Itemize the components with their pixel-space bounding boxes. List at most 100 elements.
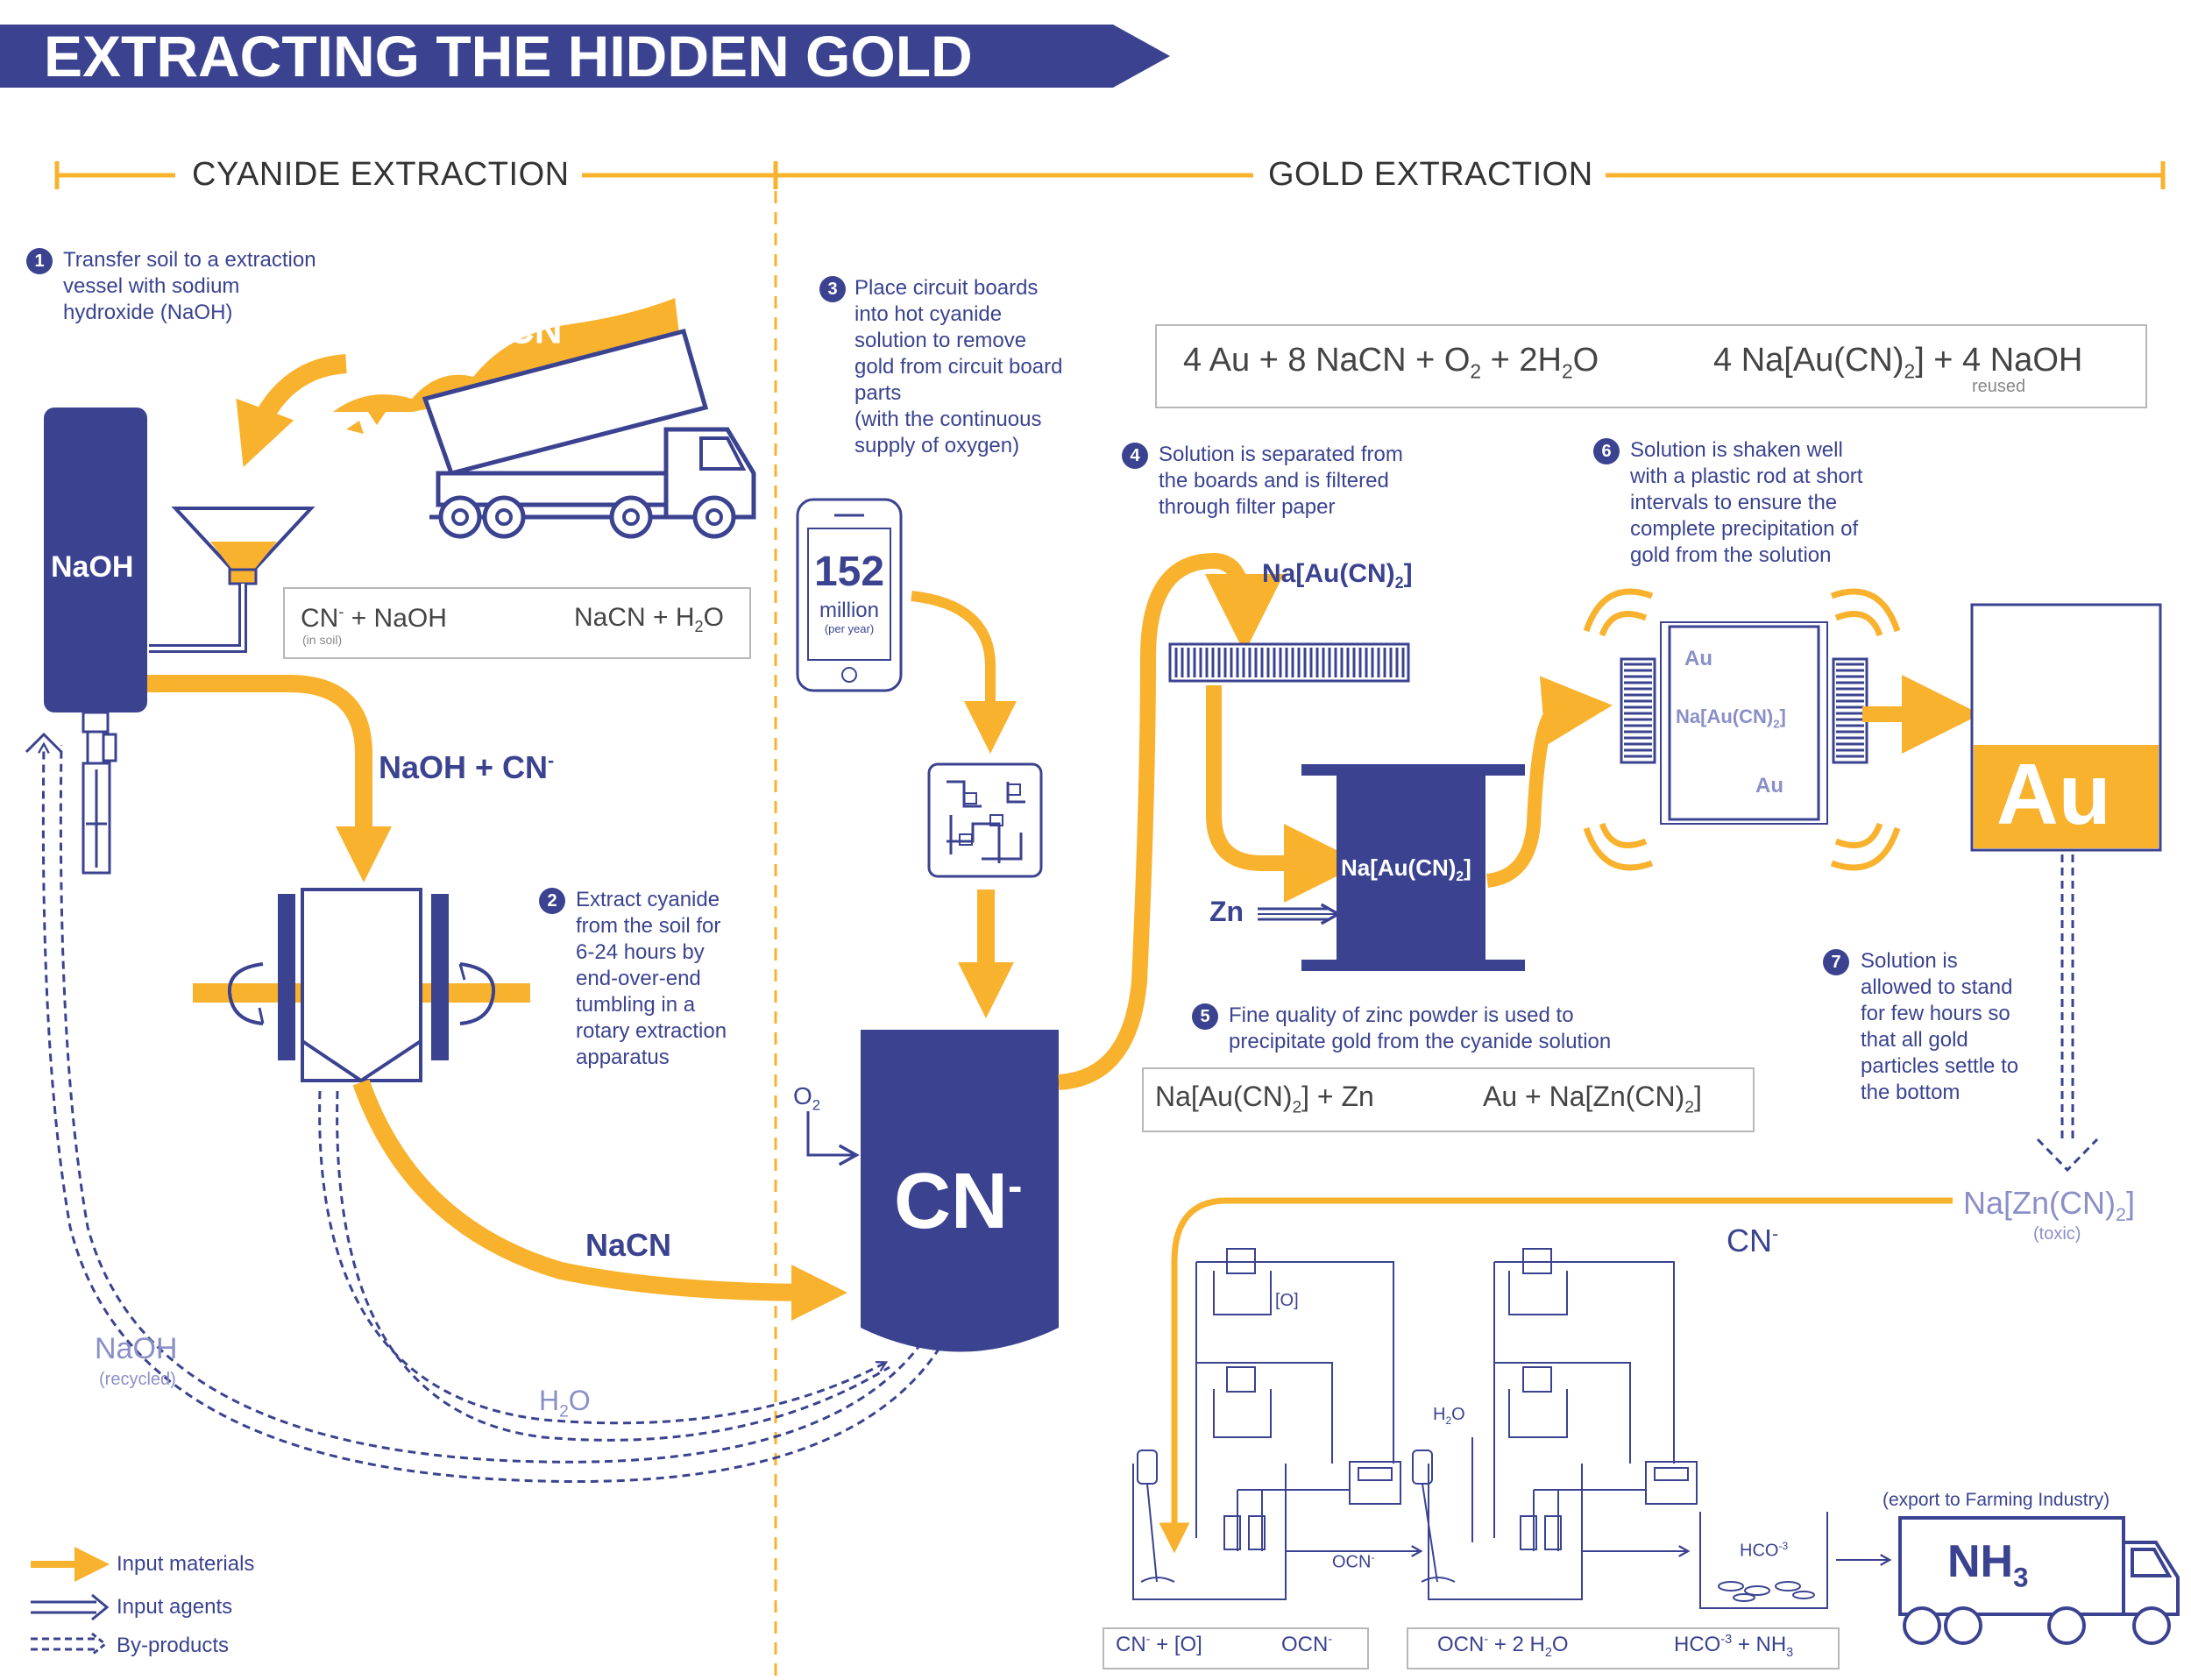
naoh-tank-label: NaOH xyxy=(51,550,134,584)
soil-to-funnel-arrow xyxy=(236,354,348,467)
eq1-right: NaCN + H2O xyxy=(574,603,724,635)
phone-to-board-arrow xyxy=(911,591,1017,754)
h2o-small-label: H2O xyxy=(1433,1405,1465,1427)
vessel-naaucn2-label: Na[Au(CN)2] xyxy=(1341,854,1471,885)
h2o-byproduct-arrow-2 xyxy=(336,1090,890,1442)
nacn-arrow xyxy=(352,1079,848,1321)
shaker-au-label-2: Au xyxy=(1755,774,1783,797)
eq-gold-right: 4 Na[Au(CN)2] + 4 NaOH xyxy=(1713,342,2083,383)
section-ruler-gold xyxy=(773,161,2166,189)
tank-to-filter-arrow xyxy=(1058,552,1284,1090)
naoh-cn-label: NaOH + CN- xyxy=(379,749,555,785)
au-container xyxy=(1970,603,2162,852)
eq-zn-right: Au + Na[Zn(CN)2] xyxy=(1483,1081,1702,1117)
filter-to-vessel-arrow xyxy=(1206,685,1363,903)
cn-tank-label: CN- xyxy=(894,1158,1023,1245)
legend-input-materials-label: Input materials xyxy=(117,1552,255,1576)
h2o-label: H2O xyxy=(539,1385,591,1421)
recycled-label: (recycled) xyxy=(99,1370,176,1389)
step-5-text: Fine quality of zinc powder is used to p… xyxy=(1229,1003,1612,1053)
zinc-vessel xyxy=(1301,764,1525,971)
legend-input-agents-label: Input agents xyxy=(117,1595,233,1619)
phone-icon xyxy=(796,498,903,692)
section-label-cyanide: CYANIDE EXTRACTION xyxy=(180,156,582,194)
eq1-insoil: (in soil) xyxy=(302,633,343,647)
o2-label: O2 xyxy=(793,1082,821,1114)
cn-right-label: CN- xyxy=(1727,1223,1779,1258)
au-big-label: Au xyxy=(1996,746,2111,842)
nh3-truck-icon xyxy=(1898,1516,2180,1645)
legend-by-products-swatch xyxy=(31,1637,95,1651)
eq-hco-left: OCN- + 2 H2O xyxy=(1437,1633,1569,1660)
section-ruler-cyanide xyxy=(54,161,776,189)
eq-gold-left: 4 Au + 8 NaCN + O2 + 2H2O xyxy=(1183,342,1599,383)
step-5-number: 5 xyxy=(1192,1003,1218,1030)
equation-box-soil xyxy=(283,587,751,659)
hco3-label: HCO-3 xyxy=(1740,1540,1789,1561)
title-banner xyxy=(0,25,1170,88)
equation-box-gold xyxy=(1155,324,2147,408)
step-1-text: Transfer soil to a extraction vessel wit… xyxy=(63,248,316,324)
step-6-number: 6 xyxy=(1593,438,1620,464)
naoh-recycled-label: NaOH xyxy=(95,1332,178,1365)
step-4-text: Solution is separated from the boards an… xyxy=(1159,443,1403,519)
filter-paper-icon xyxy=(1168,642,1410,683)
equation-box-zinc xyxy=(1142,1067,1755,1132)
o2-input-arrow xyxy=(806,1111,860,1166)
section-label-gold: GOLD EXTRACTION xyxy=(1256,156,1606,194)
shaker-naaucn2-label: Na[Au(CN)2] xyxy=(1676,705,1786,731)
page-title: EXTRACTING THE HIDDEN GOLD xyxy=(44,24,973,89)
nazncn2-label: Na[Zn(CN)2] xyxy=(1963,1185,2136,1226)
step-4-number: 4 xyxy=(1122,443,1148,469)
eq-hco-right: HCO-3 + NH3 xyxy=(1674,1633,1794,1660)
step-7-text: Solution is allowed to stand for few hou… xyxy=(1861,949,2019,1104)
cn-tank xyxy=(861,1030,1059,1352)
phone-unit-label: million xyxy=(819,599,879,622)
legend-by-products-label: By-products xyxy=(117,1634,230,1657)
step-6-text: Solution is shaken well with a plastic r… xyxy=(1630,438,1863,567)
filter-naaucn2-label: Na[Au(CN)2] xyxy=(1262,559,1413,592)
eq-ocn-right: OCN- xyxy=(1281,1633,1333,1656)
toxic-label: (toxic) xyxy=(2033,1224,2081,1244)
step-2-number: 2 xyxy=(539,888,565,914)
step-3-text: Place circuit boards into hot cyanide so… xyxy=(854,276,1063,457)
zn-label: Zn xyxy=(1209,896,1244,927)
legend xyxy=(31,1547,110,1656)
treatment-plant-1 xyxy=(1132,1248,1401,1600)
h2o-byproduct-arrow xyxy=(318,1090,885,1425)
eq-zn-left: Na[Au(CN)2] + Zn xyxy=(1155,1081,1374,1117)
equation-box-hco3 xyxy=(1407,1627,1840,1669)
funnel-icon xyxy=(149,507,316,653)
legend-input-agents-swatch xyxy=(31,1600,96,1614)
truck-cn-label: CN- xyxy=(507,308,571,352)
phone-sub-label: (per year) xyxy=(824,622,875,635)
dump-truck-icon xyxy=(333,298,756,539)
shaker-apparatus xyxy=(1583,588,1901,871)
reused-label: reused xyxy=(1972,377,2026,396)
step-1-number: 1 xyxy=(26,248,53,274)
step-7-number: 7 xyxy=(1823,949,1849,975)
export-label: (export to Farming Industry) xyxy=(1883,1490,2110,1510)
tank-to-rotary-arrow xyxy=(147,675,393,883)
naoh-recycled-arrow-2 xyxy=(59,744,931,1464)
phone-number-label: 152 xyxy=(813,549,885,595)
ocn-label: OCN- xyxy=(1332,1551,1375,1572)
treatment-plant-2 xyxy=(1412,1248,1698,1600)
naoh-tank xyxy=(44,408,147,875)
eq-ocn-left: CN- + [O] xyxy=(1116,1633,1202,1656)
o-label: [O] xyxy=(1275,1291,1299,1310)
naoh-recycled-arrow xyxy=(43,745,948,1484)
circuit-board-icon xyxy=(927,762,1043,878)
step-2-text: Extract cyanide from the soil for 6-24 h… xyxy=(576,888,727,1069)
toxic-return-arrow xyxy=(1159,1197,1953,1554)
equation-box-ocn xyxy=(1103,1627,1369,1669)
nh3-label: NH3 xyxy=(1947,1536,2029,1593)
nacn-label: NaCN xyxy=(585,1227,672,1263)
shaker-au-label-1: Au xyxy=(1684,647,1712,670)
hco3-basin xyxy=(1699,1512,1828,1609)
rotary-extraction-apparatus xyxy=(193,888,530,1083)
eq1-left: CN- + NaOH xyxy=(301,603,447,633)
step-3-number: 3 xyxy=(819,276,846,302)
vessel-to-shaker-arrow xyxy=(1485,676,1613,888)
